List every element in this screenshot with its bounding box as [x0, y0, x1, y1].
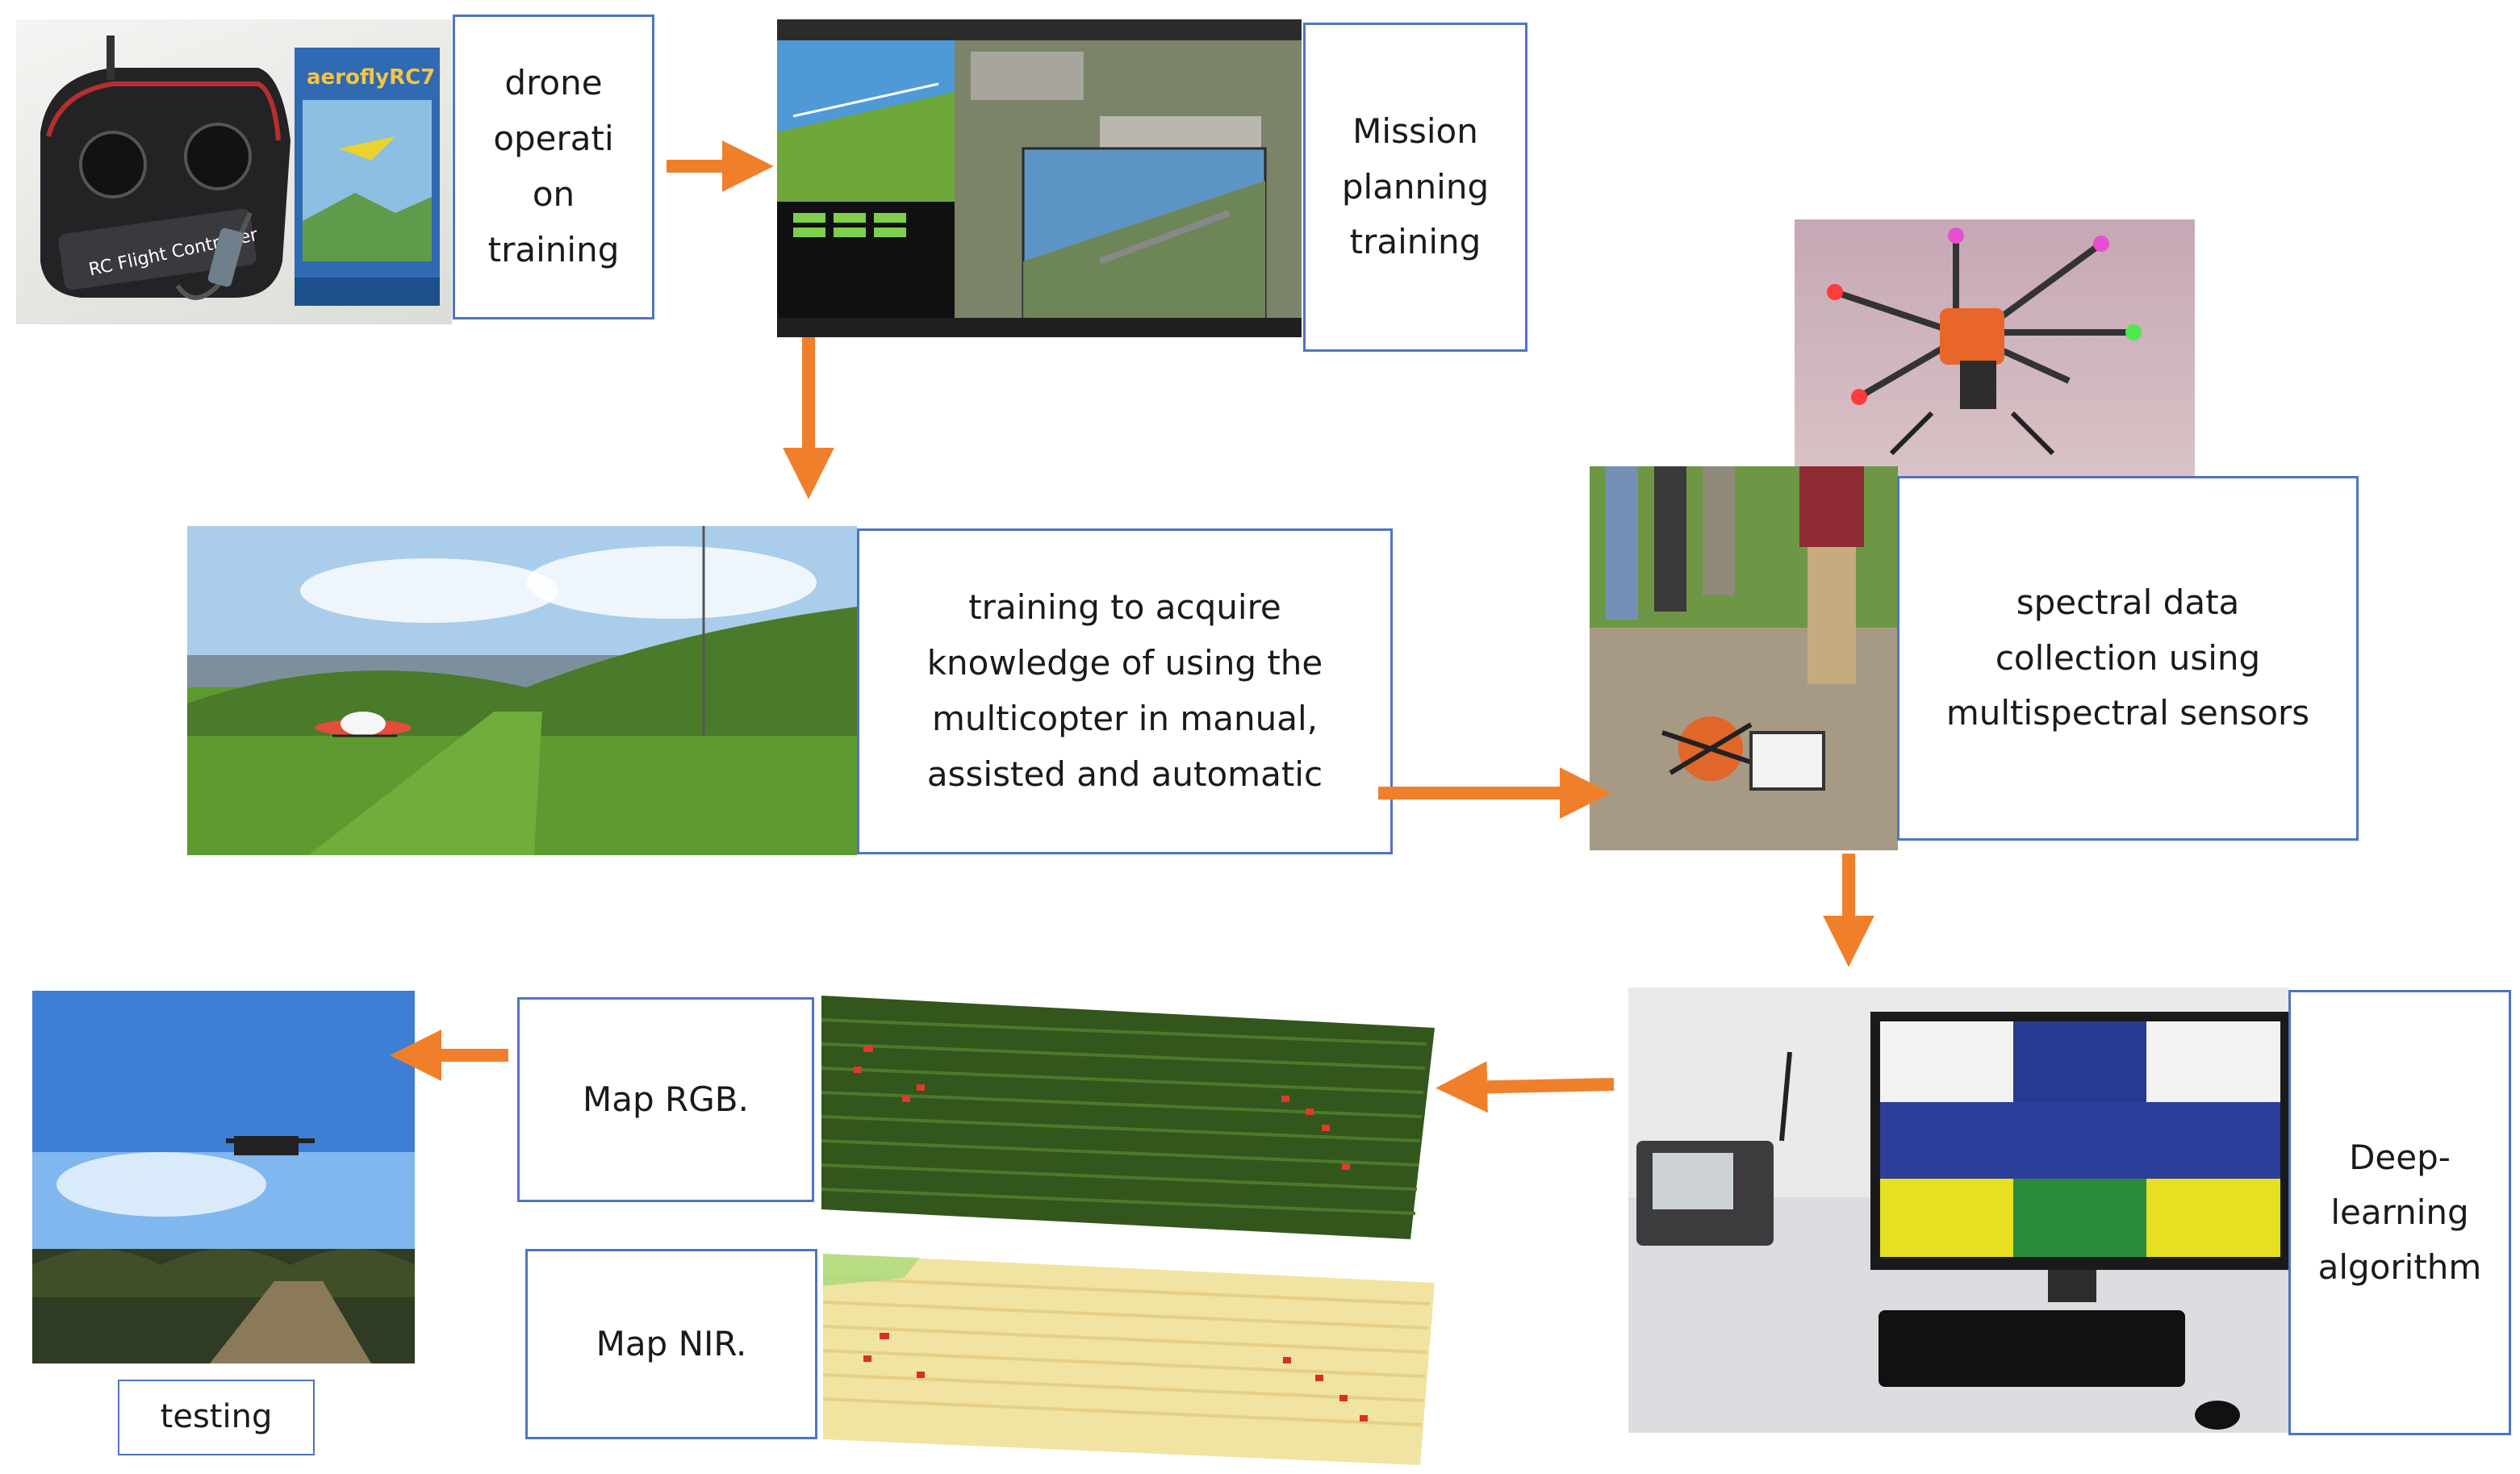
testing-label: testing	[160, 1398, 273, 1436]
arrow-deeplearning-to-map	[1436, 1061, 1615, 1113]
map-nir-image	[823, 1254, 1443, 1465]
testing-sprayer-photo	[32, 991, 415, 1363]
mission-planning-training-label: Mission planning training	[1341, 111, 1490, 262]
spectral-data-collection-box: spectral data collection using multispec…	[1897, 476, 2359, 841]
map-rgb-box: Map RGB.	[517, 997, 814, 1202]
workstation-photo	[1628, 988, 2288, 1433]
field-team-photo	[1590, 466, 1898, 850]
simulator-box-title: aeroflyRC7	[307, 65, 435, 90]
deep-learning-algorithm-box: Deep- learning algorithm	[2288, 990, 2511, 1435]
hexacopter-photo	[1795, 219, 2195, 476]
drone-operation-training-label: drone operati on training	[487, 63, 620, 269]
testing-box: testing	[118, 1380, 315, 1455]
mission-planner-screenshot	[777, 19, 1302, 337]
multicopter-training-label: training to acquire knowledge of using t…	[926, 587, 1323, 794]
deep-learning-algorithm-label: Deep- learning algorithm	[2317, 1137, 2482, 1288]
orchard-drone-photo	[187, 526, 857, 855]
drone-operation-training-box: drone operati on training	[453, 15, 654, 319]
rc-controller-photo: RC Flight Controller aeroflyRC7	[16, 19, 452, 324]
multicopter-training-box: training to acquire knowledge of using t…	[857, 528, 1393, 854]
map-nir-box: Map NIR.	[525, 1249, 817, 1439]
map-rgb-image	[821, 996, 1443, 1239]
mission-planning-training-box: Mission planning training	[1303, 23, 1527, 352]
spectral-data-collection-label: spectral data collection using multispec…	[1945, 582, 2310, 733]
map-rgb-label: Map RGB.	[583, 1079, 749, 1119]
map-nir-label: Map NIR.	[596, 1323, 747, 1363]
